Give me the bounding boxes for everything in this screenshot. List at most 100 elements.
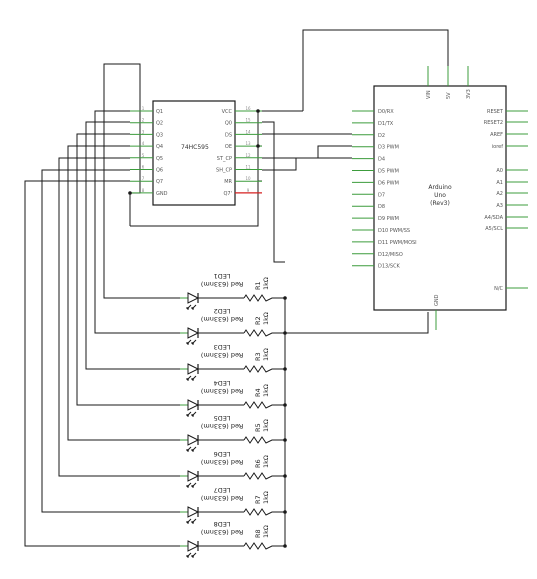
- sr-pin-label: Q0: [225, 121, 232, 127]
- sr-pin-label: MR: [224, 179, 232, 185]
- arduino-pin-label: VIN: [426, 90, 432, 99]
- wire-junction-dot: [283, 331, 287, 335]
- led-name-label: LED2: [214, 307, 231, 315]
- led-emission-arrow: [191, 304, 197, 310]
- resistor-name-label: R5: [254, 423, 262, 432]
- arduino-name-line3: (Rev3): [430, 200, 450, 207]
- wire-junction-dot: [256, 109, 260, 113]
- arduino-pin-label: D0/RX: [378, 109, 394, 115]
- sr-pin-number: 11: [245, 165, 251, 170]
- led-emission-arrow: [186, 304, 192, 310]
- diode-triangle: [187, 327, 200, 339]
- diode-triangle: [187, 434, 200, 446]
- wire-junction-dot: [283, 510, 287, 514]
- led-emission-arrow: [191, 552, 197, 558]
- arduino-pin-label: A2: [496, 191, 503, 197]
- resistor-zigzag: [243, 365, 285, 373]
- sr-pin-number: 3: [142, 129, 145, 134]
- sr-pin-number: 10: [245, 176, 251, 181]
- resistor-zigzag: [243, 472, 285, 480]
- wire-junction-dot: [283, 403, 287, 407]
- arduino-pin-label: D9 PWM: [378, 216, 399, 222]
- led-color-label: Red (633nm): [201, 315, 243, 323]
- wire-junction-dot: [256, 144, 260, 148]
- resistor-zigzag: [243, 436, 285, 444]
- led-emission-arrow: [186, 375, 192, 381]
- sr-pin-label: Q1: [156, 109, 163, 115]
- arduino-body: [373, 85, 507, 311]
- resistor-value-label: 1kΩ: [262, 419, 270, 432]
- arduino-pin-label: A1: [496, 180, 503, 186]
- led-emission-arrow: [186, 446, 192, 452]
- led-emission-arrow: [191, 518, 197, 524]
- led-color-label: Red (633nm): [201, 422, 243, 430]
- wire-st-cp: [262, 145, 352, 159]
- arduino-pin-label: D7: [378, 192, 385, 198]
- arduino-pin-label: ioref: [492, 144, 503, 150]
- sr-pin-label: VCC: [222, 109, 233, 115]
- wiring: [24, 29, 469, 547]
- sr-pin-number: 2: [142, 118, 145, 123]
- led-color-label: Red (633nm): [201, 494, 243, 502]
- led-emission-arrow: [186, 552, 192, 558]
- arduino-uno: Arduino Uno (Rev3): [373, 85, 507, 311]
- led-color-label: Red (633nm): [201, 458, 243, 466]
- resistor-name-label: R4: [254, 388, 262, 397]
- wire-q5-led6: [58, 157, 180, 477]
- arduino-pin-label: N/C: [494, 286, 503, 292]
- led-name-label: LED4: [214, 379, 231, 387]
- resistor-value-label: 1kΩ: [262, 312, 270, 325]
- led-emission-arrow: [186, 518, 192, 524]
- led-emission-arrow: [186, 411, 192, 417]
- arduino-pin-label: D3 PWM: [378, 145, 399, 151]
- sr-pin-number: 15: [245, 118, 251, 123]
- wire-q4-led5: [67, 145, 180, 441]
- sr-pin-label: Q4: [156, 144, 163, 150]
- sr-pin-number: 5: [142, 153, 145, 158]
- resistor-value-label: 1kΩ: [262, 348, 270, 361]
- led-name-label: LED3: [214, 343, 231, 351]
- resistor-zigzag: [243, 542, 285, 550]
- sr-pin-number: 7: [142, 176, 145, 181]
- arduino-pin-label: D12/MISO: [378, 252, 403, 258]
- diode-triangle: [187, 470, 200, 482]
- sr-pin-label: OE: [225, 144, 232, 150]
- led-name-label: LED1: [214, 272, 231, 280]
- led-emission-arrow: [191, 375, 197, 381]
- arduino-pin-label: RESET2: [484, 120, 503, 126]
- arduino-pin-label: 3V3: [466, 89, 472, 99]
- wire-q0: [262, 121, 285, 263]
- arduino-pin-label: D4: [378, 157, 385, 163]
- arduino-pin-label: D5 PWM: [378, 169, 399, 175]
- led-color-label: Red (633nm): [201, 280, 243, 288]
- led-emission-arrow: [186, 482, 192, 488]
- wire-junction-dot: [283, 296, 287, 300]
- arduino-pin-label: D2: [378, 133, 385, 139]
- led-name-label: LED7: [214, 486, 231, 494]
- arduino-pin-label: A4/SDA: [484, 215, 503, 221]
- sr-pin-label: ST_CP: [217, 156, 232, 162]
- resistor-zigzag: [243, 294, 285, 302]
- wire-5v-to-vcc: [302, 29, 449, 111]
- sr-pin-label: Q5: [156, 156, 163, 162]
- resistor-value-label: 1kΩ: [262, 525, 270, 538]
- wire-to-arduino-gnd: [285, 312, 429, 334]
- wire-junction-dot: [283, 438, 287, 442]
- shift-register-body: [152, 100, 236, 206]
- sr-pin-label: SH_CP: [216, 168, 232, 174]
- wire-junction-dot: [283, 367, 287, 371]
- resistor-value-label: 1kΩ: [262, 277, 270, 290]
- sr-pin-number: 9: [247, 188, 250, 193]
- led-color-label: Red (633nm): [201, 387, 243, 395]
- resistor-zigzag: [243, 329, 285, 337]
- wire-q6-led7: [41, 169, 180, 513]
- arduino-pin-label: RESET: [487, 109, 504, 115]
- led-name-label: LED6: [214, 450, 231, 458]
